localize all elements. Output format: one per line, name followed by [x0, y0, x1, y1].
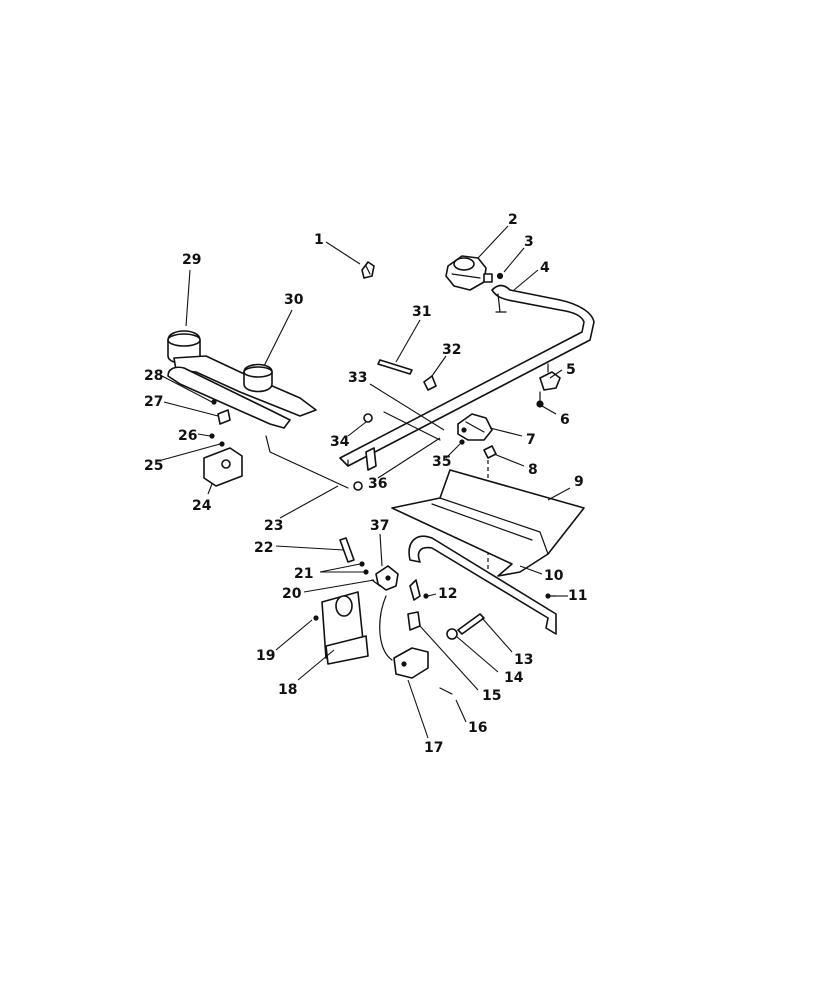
part-5-valve [539, 363, 561, 391]
callout-8: 8 [528, 462, 538, 478]
part-22-bracket [339, 537, 355, 563]
part-24-bracket [203, 447, 243, 487]
part-4-manifold-pipe [339, 284, 595, 467]
callout-10: 10 [544, 568, 564, 584]
callout-21: 21 [294, 566, 313, 582]
callout-numbers: 1 2 3 4 5 6 7 8 9 10 11 12 13 14 15 16 1… [144, 212, 587, 756]
callout-36: 36 [368, 476, 387, 492]
callout-19: 19 [256, 648, 275, 664]
callout-7: 7 [526, 432, 536, 448]
callout-13: 13 [514, 652, 533, 668]
part-13-rod [457, 613, 485, 635]
part-23-ignitor-line [265, 435, 363, 491]
part-27-clip [217, 409, 231, 425]
part-33-wire [383, 411, 441, 441]
part-17-safety-valve [379, 595, 429, 679]
callout-2: 2 [508, 212, 518, 228]
part-1-clip [361, 261, 375, 279]
callout-35: 35 [432, 454, 451, 470]
part-3-fitting [496, 272, 504, 280]
part-37-valve [375, 565, 399, 591]
part-36-bracket [365, 447, 377, 471]
callout-18: 18 [278, 682, 297, 698]
part-15-bracket [407, 611, 421, 631]
callout-32: 32 [442, 342, 461, 358]
callout-22: 22 [254, 540, 273, 556]
part-16-pin [439, 687, 453, 695]
callout-25: 25 [144, 458, 163, 474]
part-34-nut [363, 413, 373, 423]
callout-4: 4 [540, 260, 550, 276]
callout-23: 23 [264, 518, 283, 534]
callout-6: 6 [560, 412, 570, 428]
callout-31: 31 [412, 304, 431, 320]
part-35-screw [459, 439, 465, 445]
callout-1: 1 [314, 232, 324, 248]
callout-17: 17 [424, 740, 443, 756]
callout-28: 28 [144, 368, 163, 384]
callout-15: 15 [482, 688, 501, 704]
callout-29: 29 [182, 252, 201, 268]
callout-37: 37 [370, 518, 389, 534]
part-19-screw [313, 615, 319, 621]
part-12-clip [409, 579, 429, 601]
part-30-burner [167, 363, 291, 429]
part-10-burner-tube [408, 535, 557, 635]
callout-14: 14 [504, 670, 524, 686]
callout-16: 16 [468, 720, 487, 736]
callout-11: 11 [568, 588, 587, 604]
callout-12: 12 [438, 586, 457, 602]
callout-34: 34 [330, 434, 350, 450]
part-31-rod [377, 359, 413, 375]
leader-lines [161, 225, 571, 739]
callout-24: 24 [192, 498, 212, 514]
part-18-mounting-plate [321, 591, 369, 665]
part-32-clip [423, 375, 437, 391]
callout-27: 27 [144, 394, 163, 410]
part-2-regulator [445, 255, 493, 291]
callout-5: 5 [566, 362, 576, 378]
callout-9: 9 [574, 474, 584, 490]
part-26-screw [209, 433, 215, 439]
part-14-nut [446, 628, 458, 640]
callout-26: 26 [178, 428, 197, 444]
callout-30: 30 [284, 292, 304, 308]
callout-33: 33 [348, 370, 367, 386]
part-7-valve [457, 413, 493, 441]
part-9-shield [391, 469, 585, 577]
part-11-screw [545, 593, 557, 599]
part-21-screws [359, 561, 369, 575]
part-25-screw [219, 441, 225, 447]
part-6-screw [536, 391, 544, 408]
callout-3: 3 [524, 234, 534, 250]
callout-20: 20 [282, 586, 302, 602]
